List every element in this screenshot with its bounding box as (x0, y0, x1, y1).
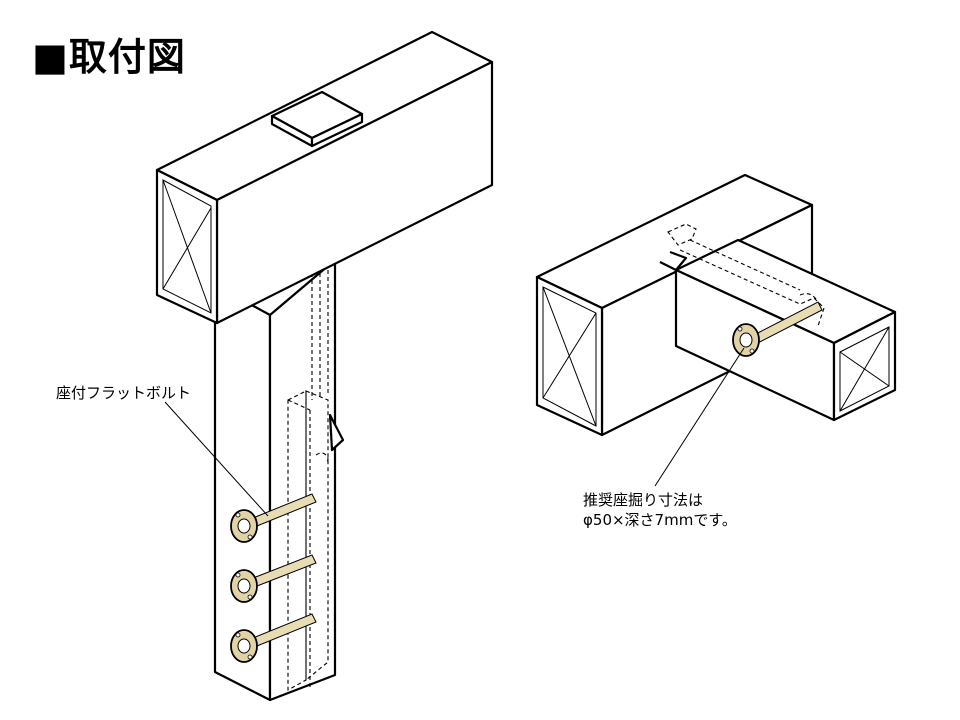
flat-bolt-3 (230, 613, 317, 663)
flat-bolt-2 (230, 554, 317, 603)
top-plate (270, 90, 364, 148)
cross-beam (674, 238, 897, 422)
post-fin (328, 413, 345, 452)
flat-bolt-right (732, 301, 823, 357)
hidden-hardware-right (667, 223, 825, 327)
beam-joint-assembly (535, 173, 897, 487)
flat-bolt-1 (230, 493, 317, 543)
joint-notch (659, 250, 688, 272)
vertical-post (213, 258, 337, 702)
counterbore-note: 推奨座掘り寸法は φ50×深さ7mmです。 (583, 490, 737, 530)
bolt-label: 座付フラットボルト (56, 384, 192, 402)
bolt-leader-line (164, 401, 269, 517)
page-title: ■取付図 (32, 35, 186, 79)
note-line-2: φ50×深さ7mmです。 (583, 511, 737, 529)
column-assembly (155, 30, 494, 702)
note-leader-line (654, 347, 745, 487)
note-line-1: 推奨座掘り寸法は (583, 491, 704, 509)
